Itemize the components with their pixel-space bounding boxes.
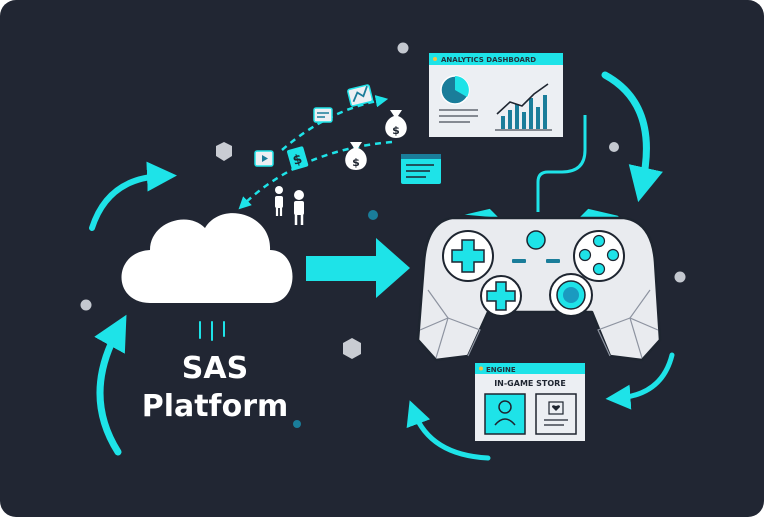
- data-cable: [536, 115, 587, 212]
- money-bag-icon: $: [385, 110, 407, 138]
- platform-label-line1: SAS: [181, 351, 249, 386]
- chart-card-icon: [347, 84, 374, 107]
- hexagon-icon: [216, 142, 232, 161]
- cycle-arrow-bottom: [406, 400, 491, 461]
- gamepad-icon: [416, 207, 662, 362]
- decoration-dots: [80, 42, 686, 428]
- cycle-arrow-bottom-right: [605, 352, 675, 410]
- main-flow-arrow: [306, 238, 410, 298]
- engine-window: ENGINE IN-GAME STORE: [475, 363, 585, 441]
- engine-window-title: ENGINE: [486, 366, 516, 374]
- play-card-icon: [254, 150, 274, 167]
- hexagon-icon: [343, 338, 361, 359]
- svg-text:$: $: [352, 156, 360, 169]
- platform-label-line2: Platform: [141, 389, 289, 424]
- cloud-icon: [121, 213, 293, 303]
- money-bag-icon: $: [345, 142, 367, 170]
- cycle-arrow-left-bottom: [94, 314, 127, 456]
- dollar-card-icon: $: [287, 146, 309, 171]
- platform-label: SAS Platform: [130, 350, 300, 426]
- cycle-arrow-left-top: [89, 161, 177, 231]
- engine-window-heading: IN-GAME STORE: [494, 379, 566, 388]
- cycle-arrow-top-right: [601, 71, 663, 203]
- cloud-drip-lines: [199, 321, 225, 341]
- analytics-window-title: ANALYTICS DASHBOARD: [441, 56, 536, 64]
- window-card-icon: [313, 107, 333, 123]
- svg-text:$: $: [291, 152, 304, 169]
- user-pair-icon: [275, 186, 304, 225]
- analytics-window: ANALYTICS DASHBOARD: [429, 53, 563, 137]
- flow-arrow-upper: [281, 94, 389, 151]
- svg-text:$: $: [392, 124, 400, 137]
- form-card-icon: [401, 154, 441, 184]
- flow-arrow-lower: [238, 140, 393, 210]
